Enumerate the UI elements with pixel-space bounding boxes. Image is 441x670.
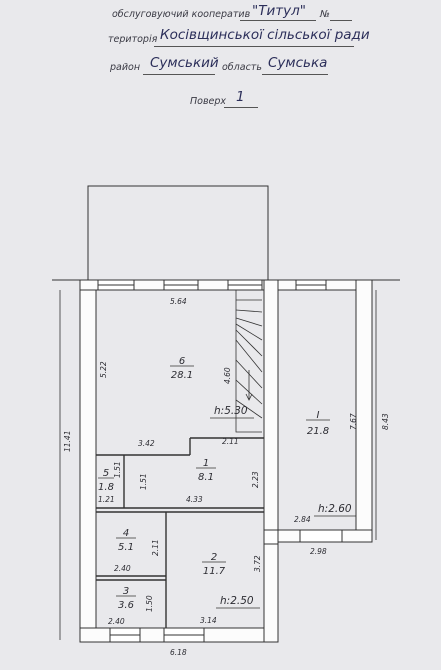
dim-room4-width: 2.40 xyxy=(114,564,131,573)
dim-room3-width: 2.40 xyxy=(108,617,125,626)
dim-room6-height: 5.22 xyxy=(99,361,108,378)
wall-right xyxy=(263,279,279,643)
floor-underline xyxy=(224,107,258,108)
dim-room6-inner-width: 3.42 xyxy=(138,439,155,448)
number-label: № xyxy=(320,9,330,20)
dim-garage-outer-height: 8.43 xyxy=(381,413,390,430)
height-main: h:5.30 xyxy=(214,405,248,417)
room-3-number: 3 xyxy=(123,586,129,597)
dim-room3-height: 1.50 xyxy=(145,595,154,612)
coop-label: обслуговуючий кооператив xyxy=(112,9,251,20)
coop-name: "Титул" xyxy=(252,3,306,19)
garage-wall-right xyxy=(355,279,373,543)
dim-hall-width: 2.11 xyxy=(222,437,239,446)
district-value: Сумський xyxy=(150,55,219,71)
dim-top-width: 5.64 xyxy=(170,297,187,306)
garage-door xyxy=(299,529,343,543)
room-5-area: 1.8 xyxy=(98,482,114,493)
staircase xyxy=(235,290,263,433)
territory-underline xyxy=(154,46,354,47)
room-1-area: 8.1 xyxy=(198,472,214,483)
room-6-area: 28.1 xyxy=(171,370,193,381)
dim-total-height: 11.41 xyxy=(63,431,72,452)
room-2-number: 2 xyxy=(211,552,217,563)
coop-name-underline xyxy=(240,20,316,21)
room-4-number: 4 xyxy=(123,528,129,539)
dim-room2-height: 3.72 xyxy=(253,555,262,572)
dim-room4-height: 2.11 xyxy=(151,539,160,556)
height-garage: h:2.60 xyxy=(318,503,352,515)
height-lower: h:2.50 xyxy=(220,595,254,607)
dim-room5-height: 1.51 xyxy=(139,473,148,490)
room-1-number: 1 xyxy=(203,458,209,469)
room-garage-number: I xyxy=(317,410,320,421)
dim-stair-length: 4.60 xyxy=(223,367,232,384)
dim-hall-height: 2.23 xyxy=(251,471,260,488)
floor-label: Поверх xyxy=(190,96,227,107)
room-6-number: 6 xyxy=(179,356,185,367)
number-underline xyxy=(330,20,352,21)
territory-label: територія xyxy=(108,34,158,45)
dim-bottom-width: 6.18 xyxy=(170,648,187,657)
oblast-underline xyxy=(262,74,328,75)
oblast-label: область xyxy=(222,62,262,73)
dim-room5-bottom: 1.21 xyxy=(98,495,115,504)
terrace-outline xyxy=(87,185,269,280)
room-5-number: 5 xyxy=(103,468,109,479)
dim-room2-width: 3.14 xyxy=(200,616,217,625)
dim-corridor-width: 4.33 xyxy=(186,495,203,504)
oblast-value: Сумська xyxy=(268,55,328,71)
room-garage-area: 21.8 xyxy=(307,426,329,437)
room-3-area: 3.6 xyxy=(118,600,134,611)
dim-garage-height: 7.67 xyxy=(349,413,358,430)
territory-value: Косівщинської сільської ради xyxy=(160,27,370,43)
room-4-area: 5.1 xyxy=(118,542,134,553)
side-door xyxy=(263,529,279,545)
dim-garage-side: 2.84 xyxy=(294,515,311,524)
district-label: район xyxy=(110,62,141,73)
dim-room5-width: 1.51 xyxy=(113,461,122,478)
district-underline xyxy=(143,74,215,75)
floor-value: 1 xyxy=(236,89,245,105)
wall-left xyxy=(79,279,97,643)
room-2-area: 11.7 xyxy=(203,566,226,577)
dim-garage-width: 2.98 xyxy=(310,547,327,556)
